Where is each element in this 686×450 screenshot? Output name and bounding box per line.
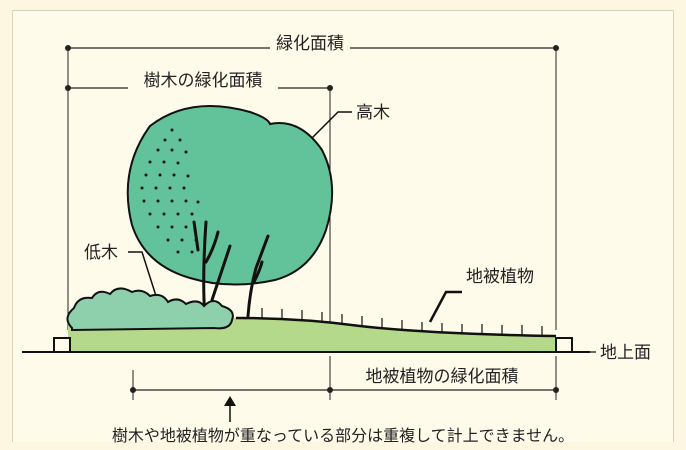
ground-surface-label: 地上面 <box>600 343 651 363</box>
label-bg <box>270 30 350 54</box>
greening-area-label: 緑化面積 <box>276 34 344 54</box>
dimension-dot <box>65 45 71 51</box>
greening-area-dimension: 緑化面積 <box>65 30 559 54</box>
label-bg <box>352 364 532 386</box>
shrub-label: 低木 <box>84 243 118 263</box>
ground-cover-greening-dimension: 地被植物の緑化面積 <box>130 364 559 393</box>
canopy-dots <box>140 128 200 254</box>
shrub <box>66 287 234 332</box>
ground-surface: 地上面 <box>22 337 651 363</box>
overlap-note: 樹木や地被植物が重なっている部分は重複して計上できません。 <box>112 426 574 445</box>
tree-greening-area-label: 樹木の緑化面積 <box>144 71 263 91</box>
dimension-dot <box>553 45 559 51</box>
dimension-dot <box>130 387 136 393</box>
ground-cover-label: 地被植物 <box>466 267 534 287</box>
tree-trunks <box>192 220 270 320</box>
dimension-dot <box>65 85 71 91</box>
curb-left <box>53 337 71 353</box>
tall-tree <box>126 104 334 320</box>
dimension-dot <box>327 387 333 393</box>
curb-right <box>555 337 573 353</box>
dimension-dot <box>327 85 333 91</box>
overlap-arrow <box>224 396 236 422</box>
ground-cover-ticks <box>261 308 543 336</box>
ground-cover <box>235 308 557 338</box>
shrub-callout: 低木 <box>84 243 157 297</box>
ground-cover-line <box>235 316 557 338</box>
tree-canopy <box>126 104 334 286</box>
tree-greening-area-dimension: 樹木の緑化面積 <box>65 68 333 92</box>
ground-cover-callout: 地被植物 <box>428 267 534 323</box>
dimension-dot <box>553 387 559 393</box>
ground-cover-greening-label: 地被植物の緑化面積 <box>366 367 519 387</box>
diagram-frame <box>12 10 674 442</box>
tall-tree-label: 高木 <box>356 103 390 123</box>
tall-tree-callout: 高木 <box>311 103 390 139</box>
label-bg <box>128 68 278 92</box>
